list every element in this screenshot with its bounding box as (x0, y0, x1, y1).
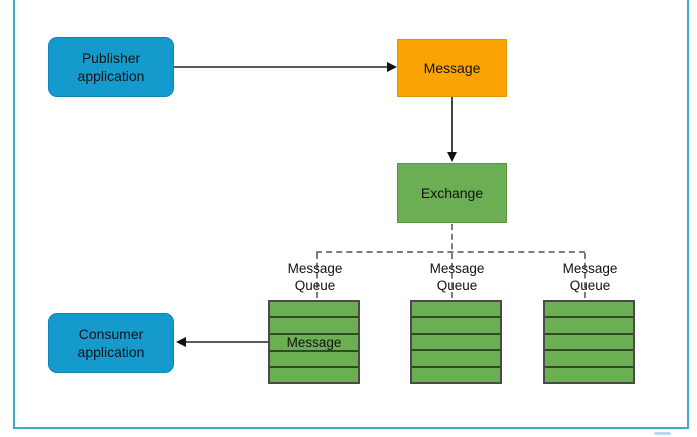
message-to-exchange-arrow-line (451, 97, 453, 153)
queue-3-slot (545, 334, 633, 352)
exchange-dashed-drop-line (451, 224, 453, 298)
queue-2-slot (412, 302, 500, 319)
queue-1-label: Message Queue (287, 261, 343, 293)
publisher-to-message-arrowhead-icon (387, 62, 397, 72)
dashed-drop-queue-1 (316, 253, 318, 298)
queue-2-slot (412, 334, 500, 352)
exchange-node: Exchange (397, 163, 507, 223)
consumer-application-label: Consumer application (77, 326, 145, 360)
queue-2-slot (412, 351, 500, 368)
queue-3-slot (545, 351, 633, 368)
message-label: Message (423, 60, 481, 76)
consumer-application-node: Consumer application (48, 313, 174, 373)
queue-to-consumer-arrow-line (185, 341, 268, 343)
queue-2-slot (412, 318, 500, 335)
queue-3-slot (545, 318, 633, 335)
queue-3-label: Message Queue (562, 261, 618, 293)
queue-1-slot (270, 318, 358, 335)
frame-border-bottom (13, 427, 689, 429)
message-node: Message (397, 39, 507, 97)
frame-border-left (13, 0, 15, 429)
publisher-to-message-arrow-line (174, 66, 388, 68)
dashed-drop-queue-3 (584, 253, 586, 298)
queue-2-label: Message Queue (429, 261, 485, 293)
message-to-exchange-arrowhead-icon (447, 152, 457, 162)
queue-1-slot (270, 302, 358, 319)
queue-2-slot (412, 367, 500, 383)
queue-to-consumer-arrowhead-icon (176, 337, 186, 347)
queue-1-message-slot: Message (270, 334, 358, 352)
frame-border-right (687, 0, 689, 429)
queue-1-slot (270, 367, 358, 382)
publisher-application-node: Publisher application (48, 37, 174, 97)
queue-3-slot (545, 367, 633, 383)
queue-1-slot (270, 351, 358, 368)
exchange-label: Exchange (420, 185, 484, 201)
queue-3-slot (545, 302, 633, 319)
exchange-dashed-across-line (316, 251, 585, 253)
corner-artifact (654, 432, 671, 435)
message-queue-1: Message (268, 300, 360, 384)
message-queue-2 (410, 300, 502, 384)
message-queue-3 (543, 300, 635, 384)
publisher-application-label: Publisher application (77, 50, 145, 84)
